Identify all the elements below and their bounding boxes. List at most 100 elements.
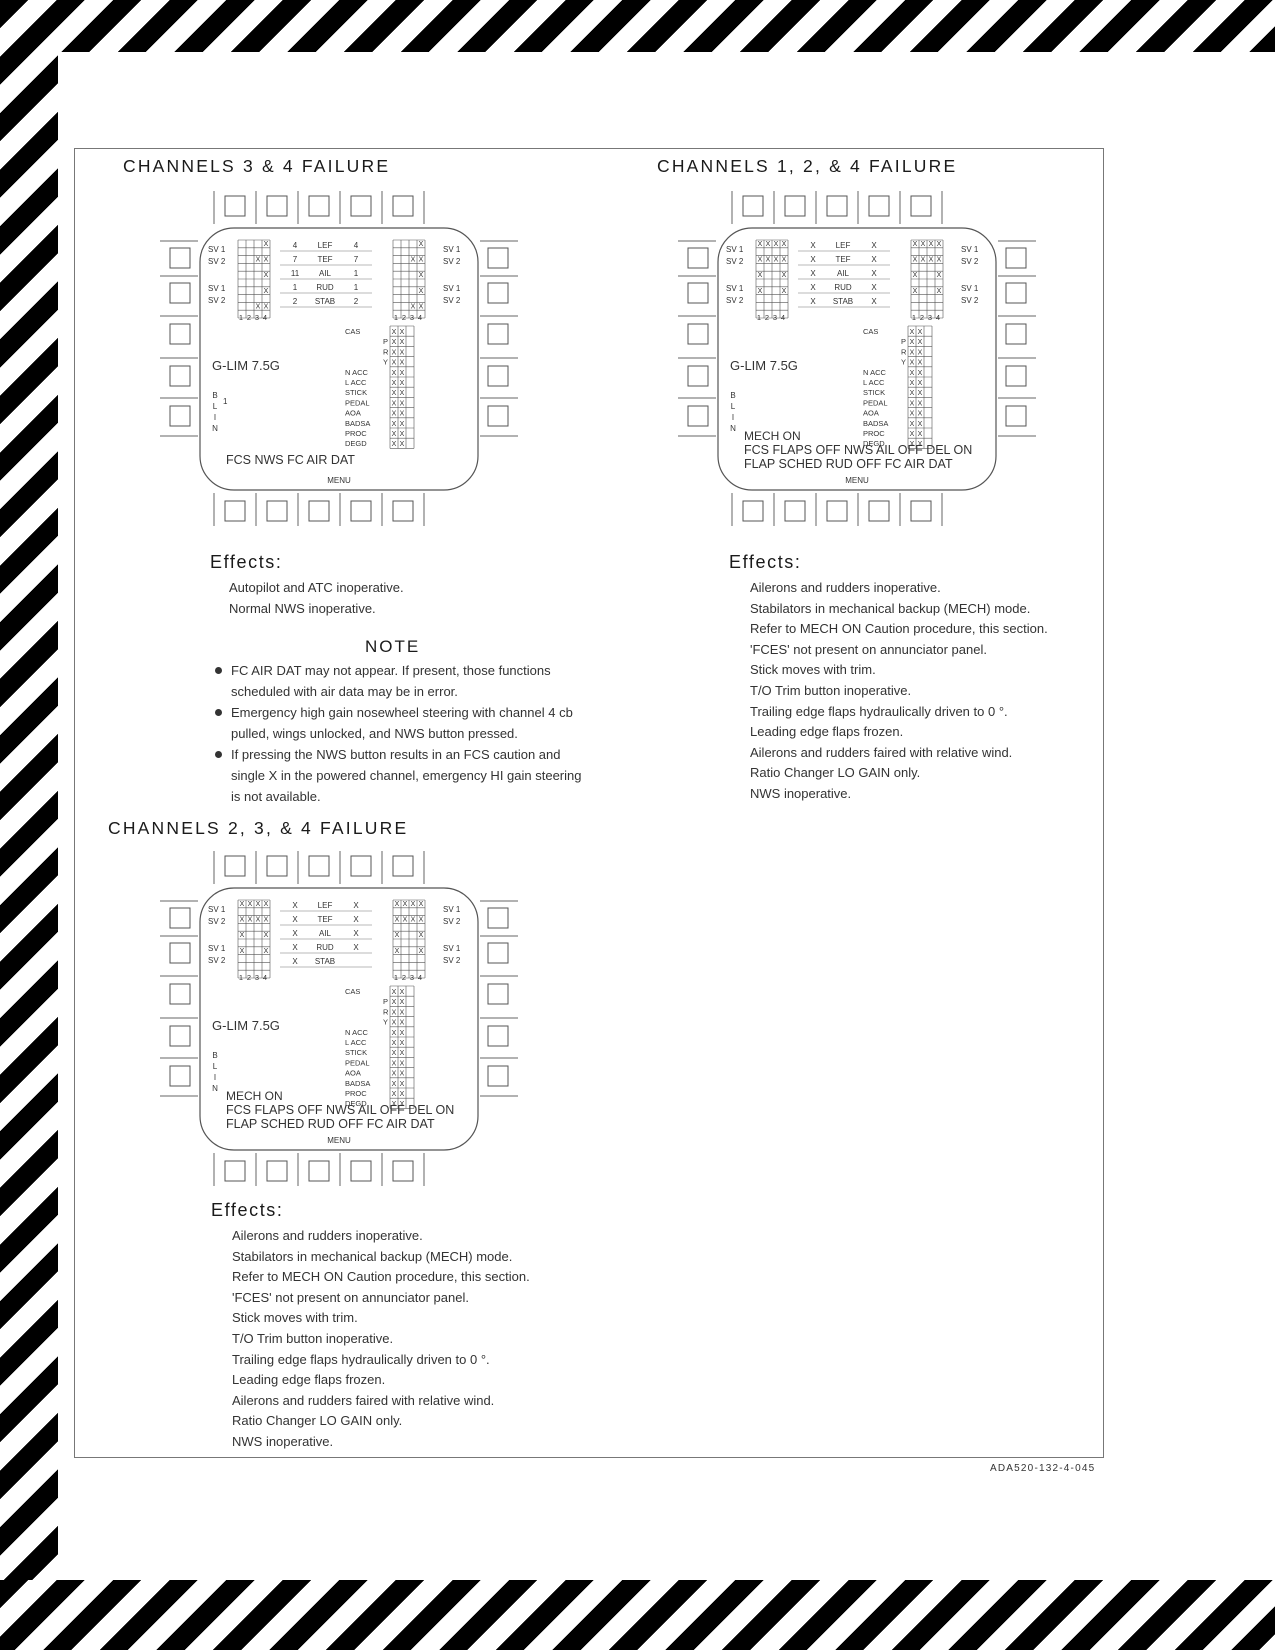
channel-number-left: 2 [247, 313, 251, 322]
bezel-button-top [350, 855, 372, 877]
cas-x-mark: X [392, 400, 397, 407]
list-item: 'FCES' not present on annunciator panel. [750, 641, 987, 657]
cas-row-label: R [901, 347, 907, 356]
sv-label-left: SV 2 [208, 917, 226, 926]
cas-x-mark: X [918, 421, 923, 428]
list-item: Autopilot and ATC inoperative. [229, 580, 404, 595]
bezel-button-right [1005, 323, 1027, 345]
bezel-button-right [1005, 282, 1027, 304]
list-item: Ratio Changer LO GAIN only. [232, 1413, 403, 1429]
surface-left-status: X [810, 269, 816, 278]
cas-row-label: PEDAL [345, 398, 370, 407]
cas-x-mark: X [918, 400, 923, 407]
failure-x-mark: X [264, 932, 269, 939]
sv-label-right: SV 1 [443, 944, 461, 953]
list-item: Stick moves with trim. [232, 1310, 358, 1326]
bezel-button-top [910, 195, 932, 217]
cas-row-label: BADSA [345, 419, 370, 428]
surface-right-status: X [353, 901, 359, 910]
surface-right-status: X [353, 915, 359, 924]
surface-left-status: 4 [293, 241, 298, 250]
sv-label-left: SV 1 [726, 245, 744, 254]
bezel-button-bottom [266, 500, 288, 522]
channel-number-right: 2 [920, 313, 924, 322]
failure-x-mark: X [929, 241, 934, 248]
cas-x-mark: X [392, 370, 397, 377]
failure-x-mark: X [256, 901, 261, 908]
bezel-button-top [308, 855, 330, 877]
bezel-button-left [169, 907, 191, 929]
cas-grid [389, 325, 415, 449]
cas-x-mark: X [400, 441, 405, 448]
list-item: Normal NWS inoperative. [229, 600, 376, 616]
failure-x-mark: X [256, 917, 261, 924]
channel-number-right: 4 [936, 313, 940, 322]
ddi-status-line-1: FCS FLAPS OFF NWS AIL OFF DEL ON [744, 443, 972, 457]
effects-list-ch234: Ailerons and rudders inoperative.Stabila… [232, 1226, 530, 1453]
list-item: NWS inoperative. [232, 1433, 334, 1449]
channel-number-left: 2 [765, 313, 769, 322]
cas-row-label: CAS [345, 987, 360, 996]
cas-x-mark: X [910, 411, 915, 418]
cas-x-mark: X [392, 1020, 397, 1027]
failure-x-mark: X [782, 272, 787, 279]
surface-right-status: 1 [354, 269, 359, 278]
sv-label-right: SV 1 [443, 284, 461, 293]
cas-x-mark: X [400, 329, 405, 336]
bezel-button-left [687, 405, 709, 427]
channel-number-right: 2 [402, 973, 406, 982]
g-limit-readout: G-LIM 7.5G [212, 358, 280, 373]
sv-label-right: SV 2 [443, 296, 461, 305]
cas-x-mark: X [910, 329, 915, 336]
cas-row-label: DEGD [345, 439, 367, 448]
cas-x-mark: X [392, 1081, 397, 1088]
cas-x-mark: X [910, 431, 915, 438]
surface-left-status: X [292, 915, 298, 924]
blin-value: 1 [223, 397, 228, 406]
sv-label-left: SV 1 [208, 284, 226, 293]
surface-name: TEF [317, 255, 332, 264]
list-item: Trailing edge flaps hydraulically driven… [232, 1351, 490, 1367]
failure-x-mark: X [782, 288, 787, 295]
surface-name: STAB [315, 957, 335, 966]
channel-number-right: 1 [394, 313, 398, 322]
bezel-button-top [868, 195, 890, 217]
cas-row-label: PEDAL [863, 398, 888, 407]
failure-x-mark: X [264, 303, 269, 310]
failure-x-mark: X [264, 241, 269, 248]
cas-row-label: R [383, 1007, 389, 1016]
bezel-button-left [169, 405, 191, 427]
cas-x-mark: X [392, 1050, 397, 1057]
surface-left-status: X [292, 943, 298, 952]
failure-x-mark: X [264, 288, 269, 295]
failure-x-mark: X [937, 241, 942, 248]
failure-x-mark: X [411, 303, 416, 310]
failure-x-mark: X [419, 241, 424, 248]
surface-name: AIL [837, 269, 850, 278]
hazard-stripe-left [0, 0, 58, 1650]
sv-label-right: SV 1 [961, 245, 979, 254]
cas-x-mark: X [400, 1009, 405, 1016]
mech-on-indicator: MECH ON [744, 429, 801, 443]
cas-x-mark: X [392, 431, 397, 438]
bezel-button-right [487, 405, 509, 427]
cas-x-mark: X [400, 1030, 405, 1037]
bezel-button-left [169, 1065, 191, 1087]
cas-x-mark: X [400, 1040, 405, 1047]
sv-label-left: SV 2 [726, 257, 744, 266]
sv-label-left: SV 2 [726, 296, 744, 305]
cas-x-mark: X [918, 411, 923, 418]
surface-left-status: X [810, 297, 816, 306]
blin-letter: I [214, 413, 216, 422]
surface-name: AIL [319, 929, 332, 938]
surface-name: STAB [833, 297, 853, 306]
cas-row-label: PEDAL [345, 1058, 370, 1067]
surface-left-status: 2 [293, 297, 298, 306]
surface-right-status: X [871, 297, 877, 306]
list-item: Trailing edge flaps hydraulically driven… [750, 703, 1008, 719]
cas-row-label: R [383, 347, 389, 356]
channel-number-left: 4 [781, 313, 785, 322]
failure-x-mark: X [419, 272, 424, 279]
list-item: Stabilators in mechanical backup (MECH) … [750, 600, 1031, 616]
